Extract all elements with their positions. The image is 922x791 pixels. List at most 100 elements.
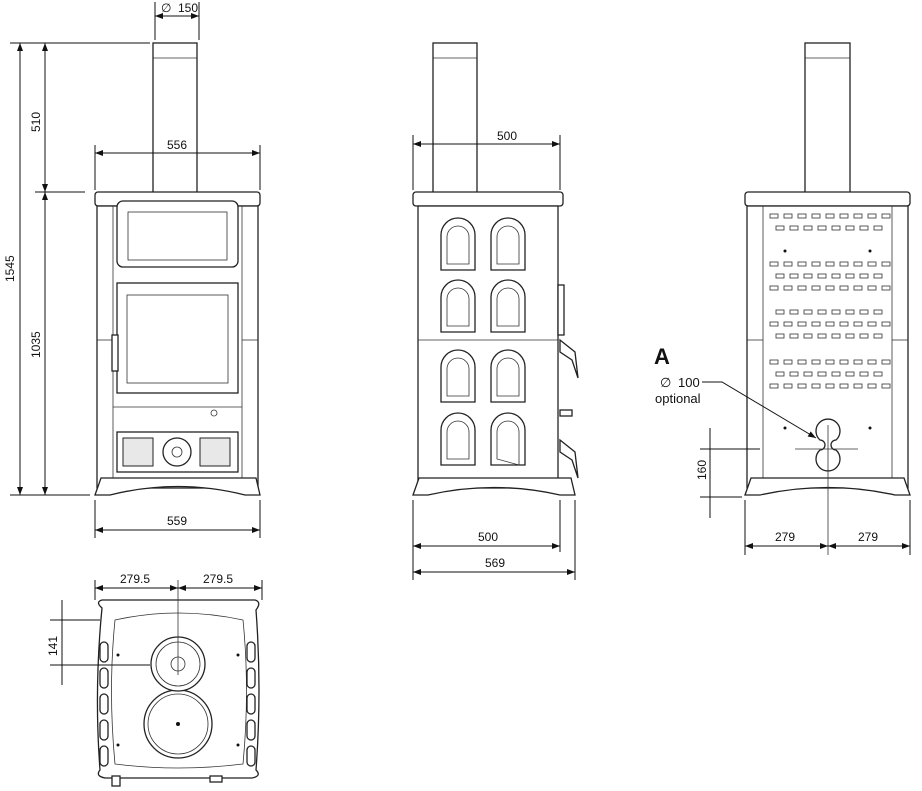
side-tiles xyxy=(99,641,256,767)
vent-slot xyxy=(811,261,821,267)
vent-slot xyxy=(853,285,863,291)
vent-slot xyxy=(797,383,807,389)
vent-slot xyxy=(803,333,813,339)
vent-slot xyxy=(873,273,883,279)
vent-slot xyxy=(775,273,785,279)
dim-base-depth: 500 xyxy=(478,530,498,544)
dim-left-offset: 279 xyxy=(775,530,795,544)
vent-slot xyxy=(797,321,807,327)
vent-slot xyxy=(775,309,785,315)
dim-base-width: 559 xyxy=(167,514,187,528)
vent-slot xyxy=(769,359,779,365)
vent-slot xyxy=(873,225,883,231)
vent-slot xyxy=(811,383,821,389)
vent-slot xyxy=(803,309,813,315)
outlet-note: optional xyxy=(655,391,701,406)
dim-body-height: 1035 xyxy=(29,331,43,358)
side-tile-panel xyxy=(417,205,559,489)
vent-slot xyxy=(811,285,821,291)
vent-slot xyxy=(817,371,827,377)
vent-slot xyxy=(839,321,849,327)
vent-slot xyxy=(845,309,855,315)
vent-slot xyxy=(825,359,835,365)
vent-slot xyxy=(775,371,785,377)
fire-door xyxy=(116,282,239,394)
vent-slot xyxy=(775,225,785,231)
vent-slot xyxy=(783,383,793,389)
vent-slot xyxy=(839,261,849,267)
dim-top-depth: 500 xyxy=(497,129,517,143)
dim-total-height: 1545 xyxy=(3,255,17,282)
back-view: A ∅ 100 optional 160 279 279 xyxy=(654,42,911,555)
side-view: 500 500 569 xyxy=(412,42,579,580)
vent-slot xyxy=(853,321,863,327)
vent-slot xyxy=(769,383,779,389)
vent-slot xyxy=(881,285,891,291)
dim-top-width: 556 xyxy=(167,138,187,152)
vent-slot xyxy=(797,285,807,291)
vent-slot xyxy=(825,261,835,267)
vent-slot xyxy=(817,225,827,231)
vent-slot xyxy=(853,261,863,267)
vent-slot xyxy=(783,213,793,219)
vent-slot xyxy=(789,225,799,231)
flue-pipe xyxy=(152,42,198,194)
vent-slot xyxy=(881,261,891,267)
vent-slot xyxy=(867,285,877,291)
vent-slot xyxy=(859,371,869,377)
vent-slot xyxy=(825,285,835,291)
vent-slot xyxy=(817,273,827,279)
vent-slot xyxy=(817,309,827,315)
vent-slot xyxy=(825,213,835,219)
vent-slot xyxy=(873,309,883,315)
vent-slot xyxy=(831,273,841,279)
vent-slot xyxy=(831,333,841,339)
diameter-symbol: ∅ xyxy=(161,1,171,15)
dim-flue-offset: 141 xyxy=(46,636,60,656)
leader-line xyxy=(702,381,817,439)
vent-slot xyxy=(839,383,849,389)
oven-door xyxy=(116,200,239,268)
vent-slot xyxy=(769,285,779,291)
vent-slot xyxy=(881,383,891,389)
vent-slot xyxy=(797,359,807,365)
vent-slot xyxy=(789,333,799,339)
vent-slot xyxy=(811,359,821,365)
vent-slot xyxy=(769,213,779,219)
flue-pipe xyxy=(432,42,478,194)
vent-slot xyxy=(803,273,813,279)
vent-slot xyxy=(873,333,883,339)
dim-left-half: 279.5 xyxy=(120,572,150,586)
vent-slot xyxy=(867,359,877,365)
dim-outlet-height: 160 xyxy=(695,460,709,480)
detail-label-a: A xyxy=(654,344,670,369)
vent-slot xyxy=(853,359,863,365)
vent-slot xyxy=(873,371,883,377)
vent-slot xyxy=(845,333,855,339)
vent-slot xyxy=(783,321,793,327)
vent-slot xyxy=(803,225,813,231)
dim-flue-height: 510 xyxy=(29,112,43,132)
vent-slot xyxy=(881,213,891,219)
vent-slot xyxy=(853,213,863,219)
vent-slot xyxy=(811,213,821,219)
door-handle xyxy=(559,338,579,379)
vent-slot xyxy=(797,261,807,267)
vent-slot xyxy=(789,273,799,279)
vent-slot xyxy=(839,359,849,365)
vent-slot xyxy=(811,321,821,327)
vent-slot xyxy=(825,383,835,389)
tile-arches xyxy=(440,217,526,466)
vent-slot xyxy=(845,225,855,231)
flue-pipe xyxy=(804,42,851,194)
vent-slot xyxy=(817,333,827,339)
vent-slot xyxy=(831,371,841,377)
vent-slot xyxy=(783,285,793,291)
vent-slot xyxy=(859,225,869,231)
vent-slot xyxy=(825,321,835,327)
vent-slot xyxy=(845,273,855,279)
vent-slot xyxy=(769,261,779,267)
vent-slot xyxy=(783,359,793,365)
dim-flue-diameter: 150 xyxy=(178,1,198,15)
vent-slot xyxy=(859,333,869,339)
